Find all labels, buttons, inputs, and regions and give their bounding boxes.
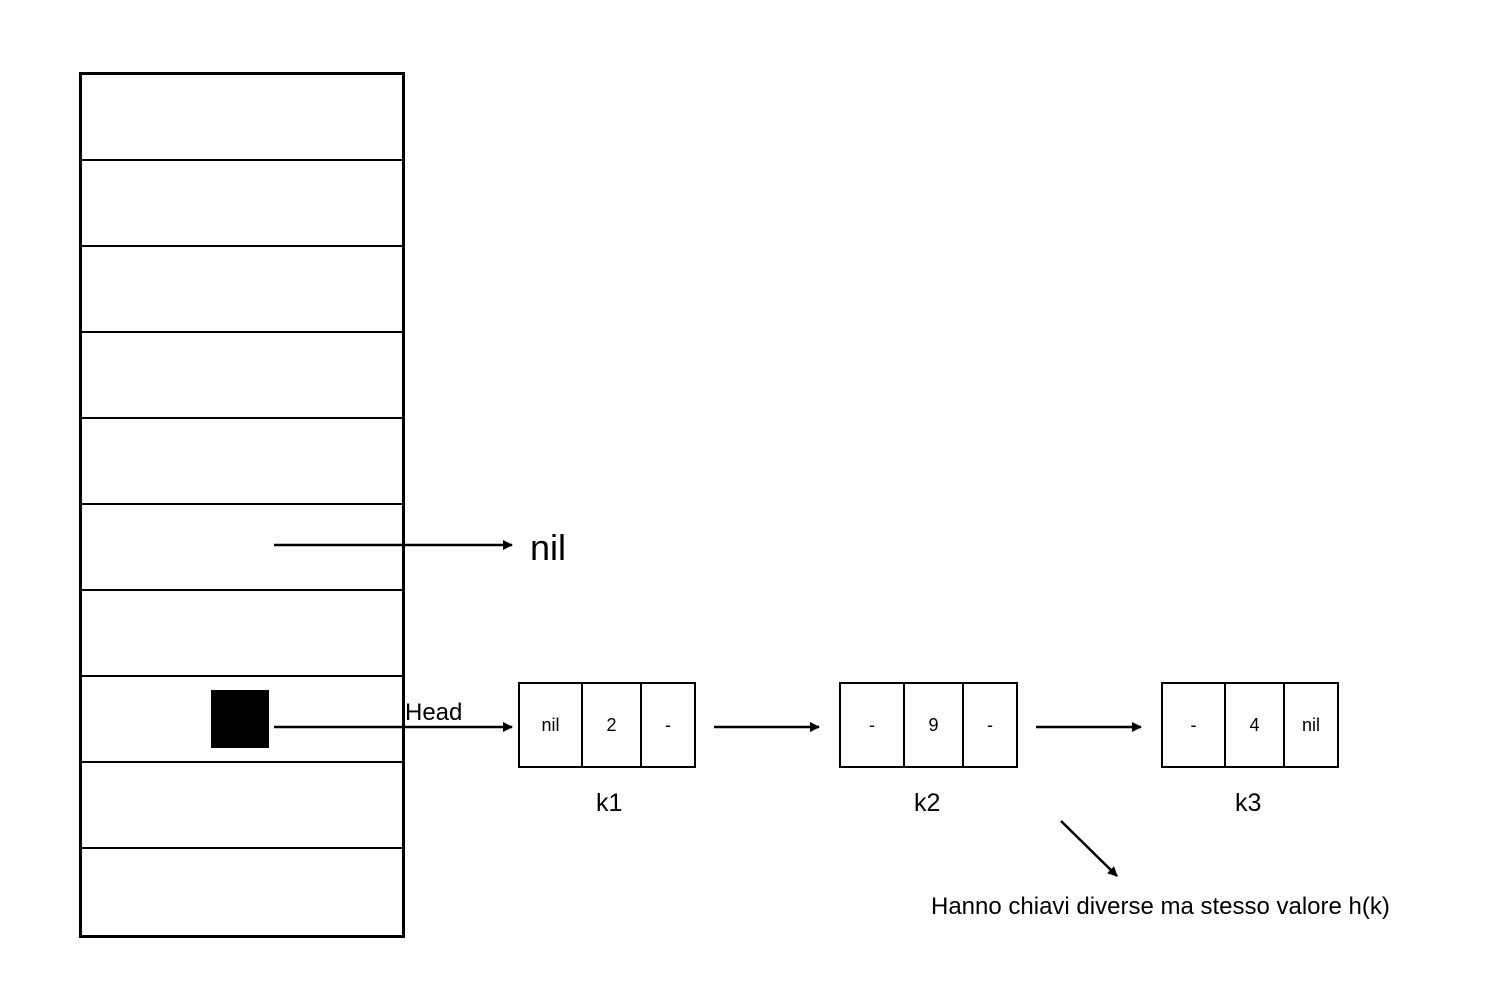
list-node-k3: - 4 nil (1161, 682, 1339, 768)
node-key-label: k1 (596, 789, 623, 817)
note-arrow (1060, 820, 1118, 877)
node-key-label: k3 (1235, 789, 1262, 817)
node-cell-next: nil (1301, 714, 1320, 735)
list-node-k1: nil 2 - (518, 682, 696, 768)
list-node-k2: - 9 - (839, 682, 1018, 768)
node-cell-prev: - (841, 684, 905, 766)
hash-slot-3 (82, 333, 402, 419)
collision-note: Hanno chiavi diverse ma stesso valore h(… (931, 893, 1390, 920)
node-cell-prev: - (1163, 684, 1226, 766)
hash-slot-5 (82, 505, 402, 591)
node-key-label: k2 (914, 789, 941, 817)
hash-slot-0 (82, 75, 402, 161)
node-cell-next: - (665, 714, 671, 735)
hash-slot-2 (82, 247, 402, 333)
hash-slot-4 (82, 419, 402, 505)
nil-label: nil (530, 527, 567, 568)
hash-slot-6 (82, 591, 402, 677)
hash-table (79, 72, 405, 938)
head-label: Head (405, 699, 463, 726)
hash-slot-7 (82, 677, 402, 763)
hash-slot-1 (82, 161, 402, 247)
hash-slot-8 (82, 763, 402, 849)
node-cell-prev: nil (520, 684, 583, 766)
node-cell-key: 2 (583, 684, 642, 766)
node-cell-next: - (987, 714, 993, 735)
node-cell-key: 4 (1226, 684, 1285, 766)
head-pointer-block (211, 690, 269, 748)
node-cell-key: 9 (905, 684, 964, 766)
